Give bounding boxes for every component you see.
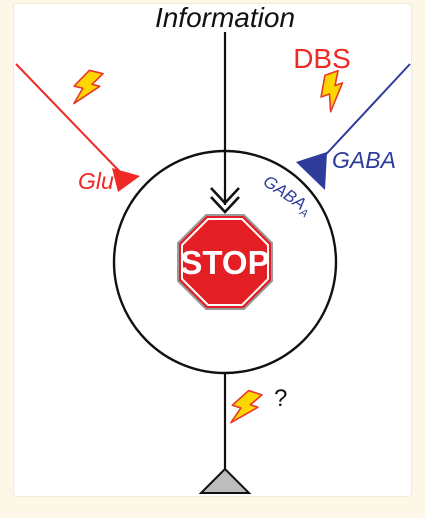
lightning-bolt-icon (226, 386, 263, 430)
gaba-synapse-terminal (296, 152, 327, 190)
lightning-bolt-icon (313, 69, 352, 114)
lightning-bolt-icon (69, 66, 104, 110)
dbs-label: DBS (293, 43, 351, 74)
gaba-axon (316, 63, 411, 165)
glutamate-synapse-terminal (112, 168, 140, 192)
axon-terminal (198, 467, 252, 494)
information-label: Information (155, 2, 295, 33)
stop-label: STOP (180, 244, 269, 281)
double-chevron-arrow-icon (210, 187, 240, 214)
glutamate-axon (15, 63, 123, 175)
gaba-a-receptor-label: GABAA (258, 172, 316, 221)
question-mark-label: ? (274, 385, 287, 412)
glu-label: Glu (78, 168, 114, 194)
gaba-label: GABA (332, 147, 396, 173)
stop-sign-icon: STOP (177, 214, 273, 310)
